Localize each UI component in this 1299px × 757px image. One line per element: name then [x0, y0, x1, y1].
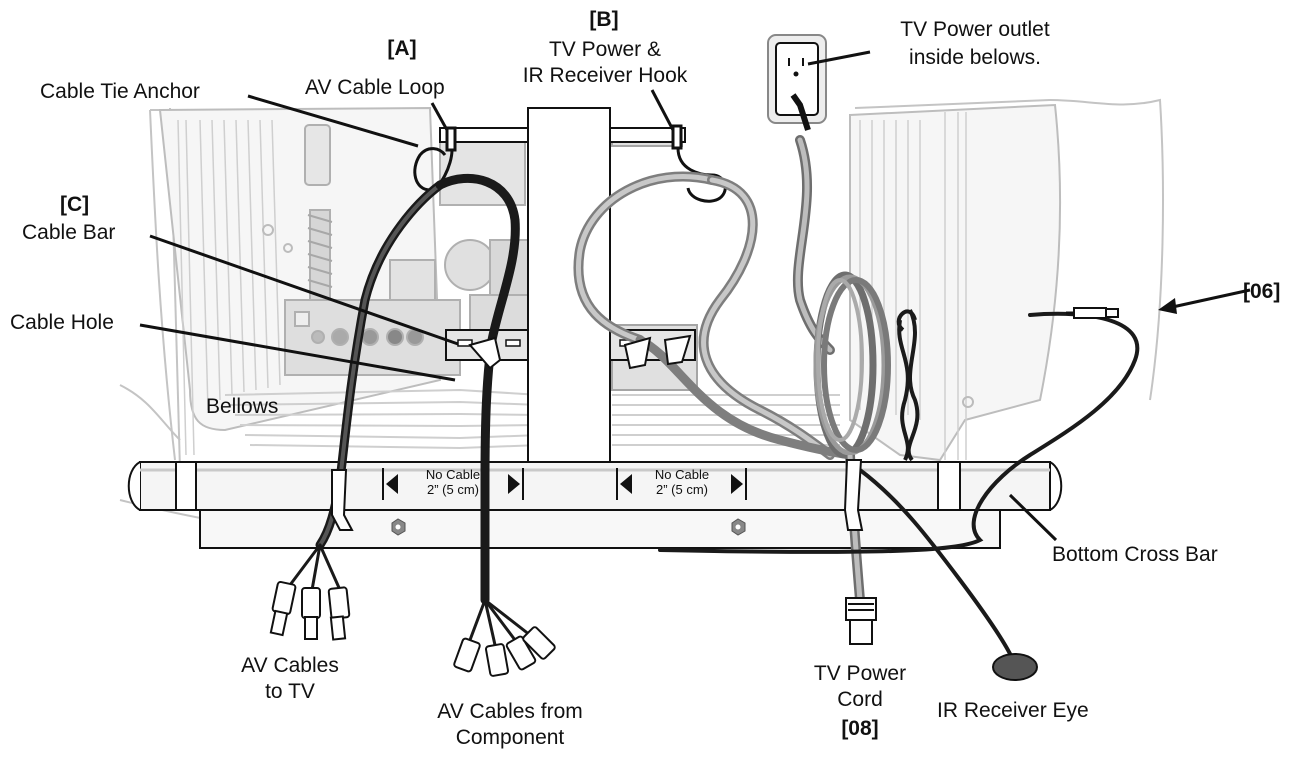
- tag-06: [06]: [1243, 280, 1280, 304]
- av-from-component-label-2: Component: [410, 726, 610, 750]
- no-cable-left-2: 2” (5 cm): [400, 483, 506, 497]
- no-cable-right-1: No Cable: [633, 468, 731, 482]
- no-cable-right-2: 2” (5 cm): [633, 483, 731, 497]
- rca-plugs-to-tv: [271, 581, 350, 639]
- outlet-power-cord: [798, 140, 830, 350]
- tv-outlet-label-1: TV Power outlet: [860, 18, 1090, 42]
- tv-power-hook-label-1: TV Power &: [490, 38, 720, 62]
- av-from-component-label-1: AV Cables from: [410, 700, 610, 724]
- ir-receiver-eye-shape: [993, 654, 1037, 680]
- tv-power-plug: [846, 598, 876, 644]
- tag-08: [08]: [790, 717, 930, 741]
- tv-power-cord-label-2: Cord: [790, 688, 930, 712]
- no-cable-left-1: No Cable: [400, 468, 506, 482]
- av-cable-loop-label: AV Cable Loop: [305, 76, 445, 100]
- jack-plug: [1066, 308, 1118, 318]
- c-tag: [C]: [60, 193, 89, 217]
- av-to-tv-label-2: to TV: [220, 680, 360, 704]
- tv-power-hook-label-2: IR Receiver Hook: [490, 64, 720, 88]
- tv-power-hook: [673, 126, 725, 201]
- bellows-label: Bellows: [206, 395, 278, 419]
- b-tag: [B]: [574, 8, 634, 32]
- tv-outlet-label-2: inside belows.: [860, 46, 1090, 70]
- cable-tie-anchor-label: Cable Tie Anchor: [40, 80, 200, 104]
- av-to-tv-label-1: AV Cables: [220, 654, 360, 678]
- cable-hole-label: Cable Hole: [10, 311, 114, 335]
- cable-bar-label: Cable Bar: [22, 221, 115, 245]
- ir-receiver-eye-label: IR Receiver Eye: [937, 699, 1089, 723]
- tv-power-cord-label-1: TV Power: [790, 662, 930, 686]
- a-tag: [A]: [372, 37, 432, 61]
- rca-plugs-from-component: [453, 626, 556, 676]
- bottom-cross-bar-label: Bottom Cross Bar: [1052, 543, 1218, 567]
- tv-power-outlet-shape: [768, 35, 826, 130]
- bottom-cross-bar: [129, 462, 1062, 548]
